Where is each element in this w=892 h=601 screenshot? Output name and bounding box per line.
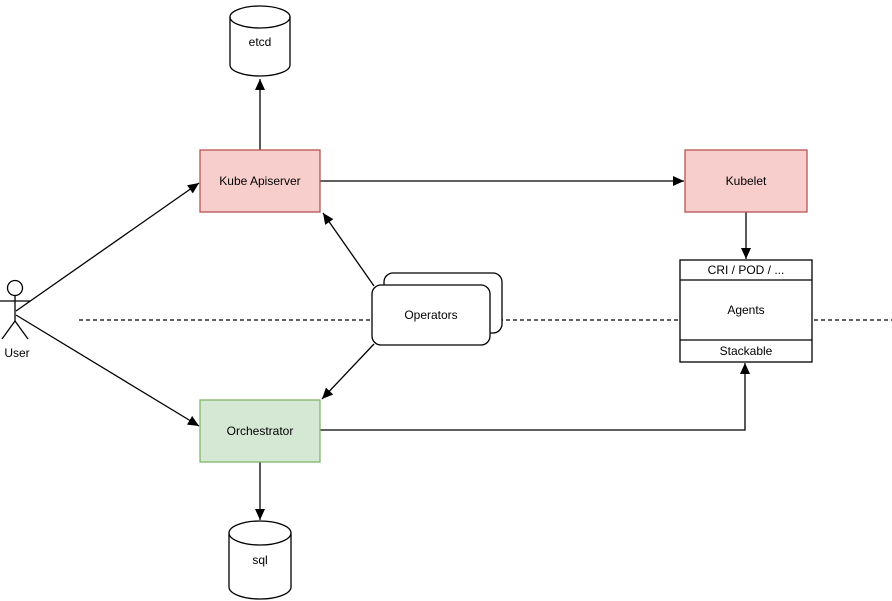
actor-left-leg	[1, 320, 16, 340]
etcd-label: etcd	[249, 35, 272, 49]
node-operators: Operators	[371, 272, 503, 346]
node-etcd: etcd	[229, 5, 291, 77]
node-kubelet: Kubelet	[684, 149, 808, 213]
operators-front-card	[371, 284, 491, 346]
agent-stack-box	[679, 259, 813, 363]
orchestrator-label: Orchestrator	[227, 424, 294, 438]
kube-apiserver-box	[199, 149, 321, 213]
kube-apiserver-label: Kube Apiserver	[219, 174, 300, 188]
orchestrator-box	[199, 399, 321, 463]
agent-stack-middle-label: Agents	[727, 303, 764, 317]
sql-cylinder	[228, 520, 292, 600]
edge-user-to-kube-apiserver	[15, 182, 200, 312]
agent-stack-top-label: CRI / POD / ...	[708, 263, 785, 277]
node-orchestrator: Orchestrator	[199, 399, 321, 463]
agent-stack-bottom-label: Stackable	[720, 344, 773, 358]
node-agent-stack: CRI / POD / ... Agents Stackable	[679, 259, 813, 363]
edge-operators-to-kube-apiserver	[322, 212, 375, 287]
kubelet-box	[684, 149, 808, 213]
edge-operators-to-orchestrator	[321, 343, 375, 400]
sql-label: sql	[252, 553, 267, 567]
node-kube-apiserver: Kube Apiserver	[199, 149, 321, 213]
actor-right-leg	[14, 320, 29, 340]
actor-user-label: User	[4, 346, 29, 360]
node-sql: sql	[228, 520, 292, 600]
actor-user	[0, 279, 30, 340]
edge-user-to-orchestrator	[15, 314, 200, 427]
operators-label: Operators	[404, 308, 457, 322]
etcd-cylinder-lid	[229, 16, 291, 29]
sql-cylinder-lid	[228, 532, 292, 546]
etcd-cylinder	[229, 5, 291, 77]
edges	[15, 79, 751, 520]
kubelet-label: Kubelet	[726, 174, 767, 188]
actor-head	[6, 279, 24, 297]
edge-orchestrator-to-stackable	[320, 363, 750, 431]
